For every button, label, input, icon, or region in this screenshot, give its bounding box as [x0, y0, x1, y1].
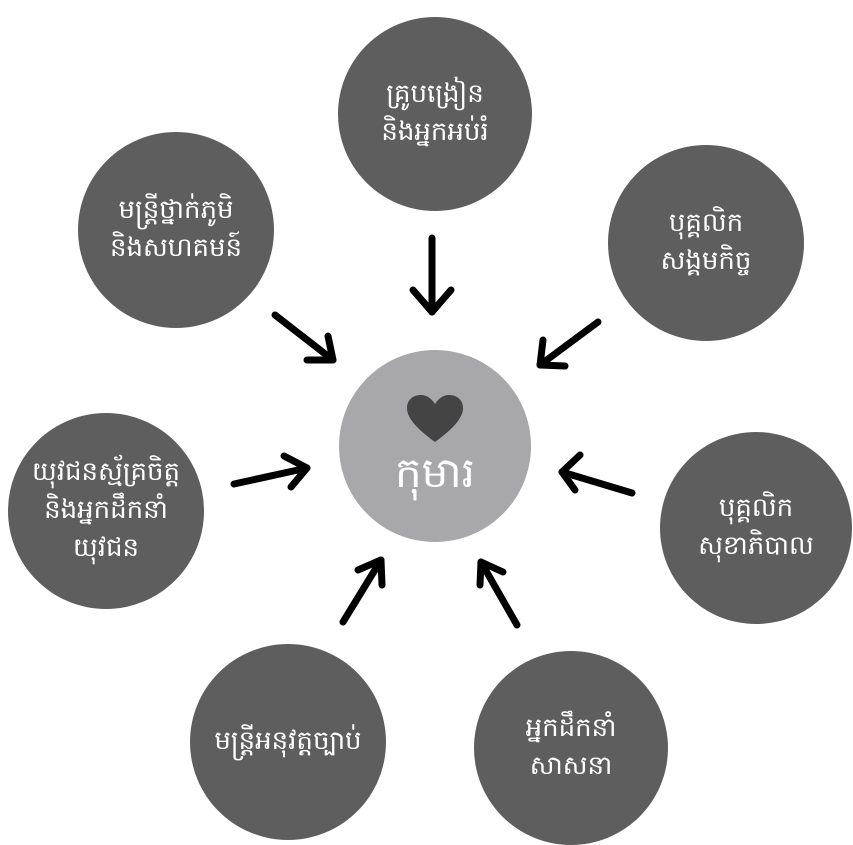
center-node-child: កុមារ: [339, 350, 531, 542]
heart-icon: [407, 394, 463, 442]
node-social-line1: បុគ្គលិក: [668, 208, 744, 239]
node-teachers: គ្រូបង្រៀន និងអ្នកអប់រំ: [338, 17, 532, 211]
node-teachers-line1: គ្រូបង្រៀន: [386, 79, 484, 110]
node-youth-line2: និងអ្នកដឹកនាំ: [44, 495, 168, 526]
node-law-line1: មន្ត្រីអនុវត្តច្បាប់: [214, 726, 362, 757]
node-religious-line2: សាសនា: [529, 751, 613, 781]
arrow-from-social: [536, 318, 602, 370]
node-health-workers: បុគ្គលិក សុខាភិបាល: [660, 432, 852, 624]
node-youth-line1: យុវជនស្ម័គ្រចិត្ត: [31, 457, 181, 488]
node-religious-line1: អ្នកដឹកនាំ: [525, 713, 617, 744]
arrow-from-teachers: [409, 234, 455, 316]
node-social-workers: បុគ្គលិក សង្គមកិច្ច: [608, 145, 804, 341]
arrow-from-law: [339, 556, 386, 626]
node-local-line1: មន្ត្រីថ្នាក់ភូមិ: [118, 195, 234, 226]
center-title: កុមារ: [395, 447, 475, 497]
node-local-line2: និងសហគមន៍: [109, 233, 243, 263]
node-health-line2: សុខាភិបាល: [698, 531, 814, 561]
arrow-from-local: [271, 311, 337, 364]
node-teachers-line2: និងអ្នកអប់រំ: [381, 117, 489, 147]
arrow-from-religious: [476, 558, 521, 629]
arrow-from-health: [558, 451, 636, 497]
node-youth-volunteers: យុវជនស្ម័គ្រចិត្ត និងអ្នកដឹកនាំ យុវជន: [8, 413, 204, 609]
node-local-officials: មន្ត្រីថ្នាក់ភូមិ និងសហគមន៍: [78, 132, 274, 328]
node-youth-line3: យុវជន: [72, 532, 139, 563]
node-law-enforcement: មន្ត្រីអនុវត្តច្បាប់: [190, 644, 386, 840]
arrow-from-youth: [230, 452, 311, 491]
node-social-line2: សង្គមកិច្ច: [660, 246, 752, 276]
node-religious-leaders: អ្នកដឹកនាំ សាសនា: [474, 651, 668, 845]
node-health-line1: បុគ្គលិក: [718, 493, 794, 524]
